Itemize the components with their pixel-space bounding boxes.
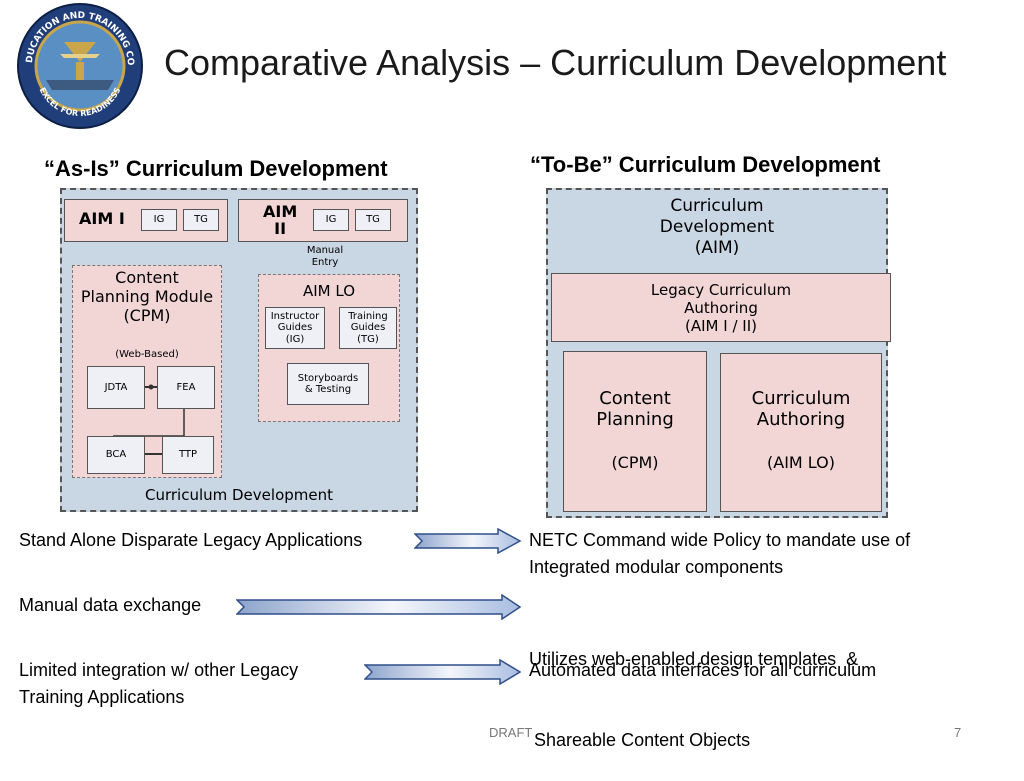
aim-lo-title: AIM LO	[302, 282, 356, 300]
cpm-module: Content Planning Module (CPM) (Web-Based…	[72, 265, 222, 478]
bca-box: BCA	[87, 436, 145, 474]
to-be-curriculum-development: Curriculum Development (AIM)	[659, 196, 775, 258]
arrow-right-icon	[364, 659, 522, 685]
ttp-box: TTP	[162, 436, 214, 474]
as-is-point-2: Manual data exchange	[19, 595, 202, 615]
web-based-label: (Web-Based)	[115, 349, 179, 360]
as-is-point-3: Limited integration w/ other Legacy Trai…	[19, 660, 299, 707]
cpm-title: Content Planning Module (CPM)	[80, 268, 214, 325]
arrow-right-icon	[236, 594, 522, 620]
aim-i-label: AIM I	[79, 209, 125, 228]
as-is-heading: “As-Is” Curriculum Development	[44, 156, 388, 181]
aim-i-tg-box: TG	[183, 209, 219, 231]
to-be-point-2: Utilizes web-enabled design templates & …	[529, 649, 859, 750]
to-be-point-1: NETC Command wide Policy to mandate use …	[529, 530, 911, 577]
fea-box: FEA	[157, 366, 215, 409]
storyboards-box: Storyboards& Testing	[287, 363, 369, 405]
aim-ii-ig-box: IG	[313, 209, 349, 231]
to-be-point-3: Automated data interfaces for all curric…	[529, 660, 877, 680]
jdta-box: JDTA	[87, 366, 145, 409]
aim-ii-box: AIM II IG TG	[238, 199, 408, 242]
legacy-curriculum-authoring-box: Legacy Curriculum Authoring (AIM I / II)	[551, 273, 891, 342]
aim-ii-label: AIM II	[263, 202, 298, 238]
to-be-heading: “To-Be” Curriculum Development	[530, 152, 881, 177]
curriculum-authoring-box: Curriculum Authoring (AIM LO)	[720, 353, 882, 512]
aim-ii-tg-box: TG	[355, 209, 391, 231]
as-is-footer-label: Curriculum Development	[144, 486, 333, 504]
slide-title: Comparative Analysis – Curriculum Develo…	[164, 42, 947, 83]
netc-logo: NAVAL EDUCATION AND TRAINING COMMAND EXC…	[12, 0, 144, 130]
aim-i-ig-box: IG	[141, 209, 177, 231]
arrow-right-icon	[414, 528, 522, 554]
page-number: 7	[954, 725, 962, 740]
as-is-point-1: Stand Alone Disparate Legacy Application…	[19, 530, 363, 550]
draft-label: DRAFT	[489, 725, 533, 740]
content-planning-box: Content Planning (CPM)	[563, 351, 707, 512]
aim-i-box: AIM I IG TG	[64, 199, 228, 242]
manual-entry-label: Manual Entry	[306, 245, 344, 268]
